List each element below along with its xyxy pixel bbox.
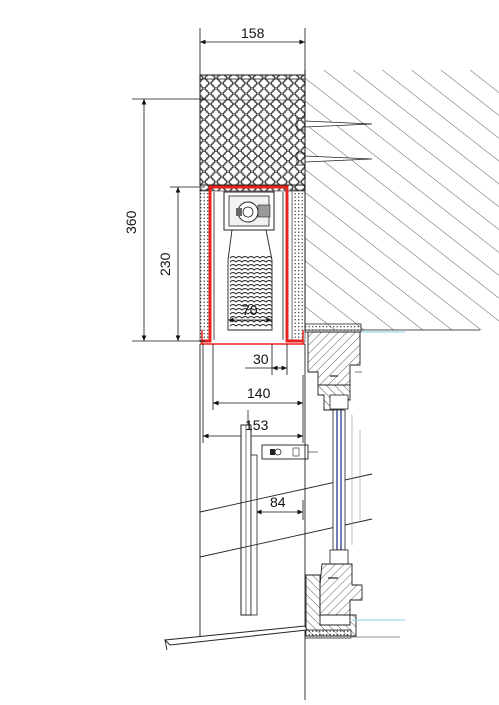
- dim-box-depth: 140: [247, 385, 271, 401]
- slat-line: [229, 260, 273, 263]
- roller-box-profile: [200, 185, 305, 345]
- slat-line: [229, 264, 273, 267]
- slat-line: [229, 292, 273, 295]
- slat-line: [229, 312, 273, 315]
- slat-line: [229, 288, 273, 291]
- window-frame: [304, 323, 405, 639]
- inclined-slats: [199, 473, 373, 558]
- dim-box-height: 230: [157, 252, 173, 276]
- slat-line: [229, 268, 273, 271]
- slat-line: [229, 308, 273, 311]
- slat-line: [229, 284, 273, 287]
- slat-line: [229, 300, 273, 303]
- window-sill: [163, 625, 308, 651]
- dimension-lines: [132, 28, 306, 520]
- slat-line: [229, 324, 273, 327]
- slat-line: [229, 256, 273, 259]
- slat-line: [229, 296, 273, 299]
- slat-line: [229, 280, 273, 283]
- slat-line: [229, 276, 273, 279]
- guide-rail: [240, 410, 318, 616]
- roller-shaft: [223, 191, 275, 231]
- dim-rail-offset: 84: [270, 494, 286, 510]
- dim-guide-offset: 30: [253, 351, 269, 367]
- slat-line: [229, 272, 273, 275]
- facade-lines: [199, 344, 306, 700]
- dim-slat-width: 70: [242, 302, 258, 318]
- dim-total-height: 360: [123, 210, 139, 234]
- slat-line: [229, 316, 273, 319]
- dim-overall-depth: 153: [245, 417, 269, 433]
- dim-top-width: 158: [241, 25, 265, 41]
- slat-line: [229, 304, 273, 307]
